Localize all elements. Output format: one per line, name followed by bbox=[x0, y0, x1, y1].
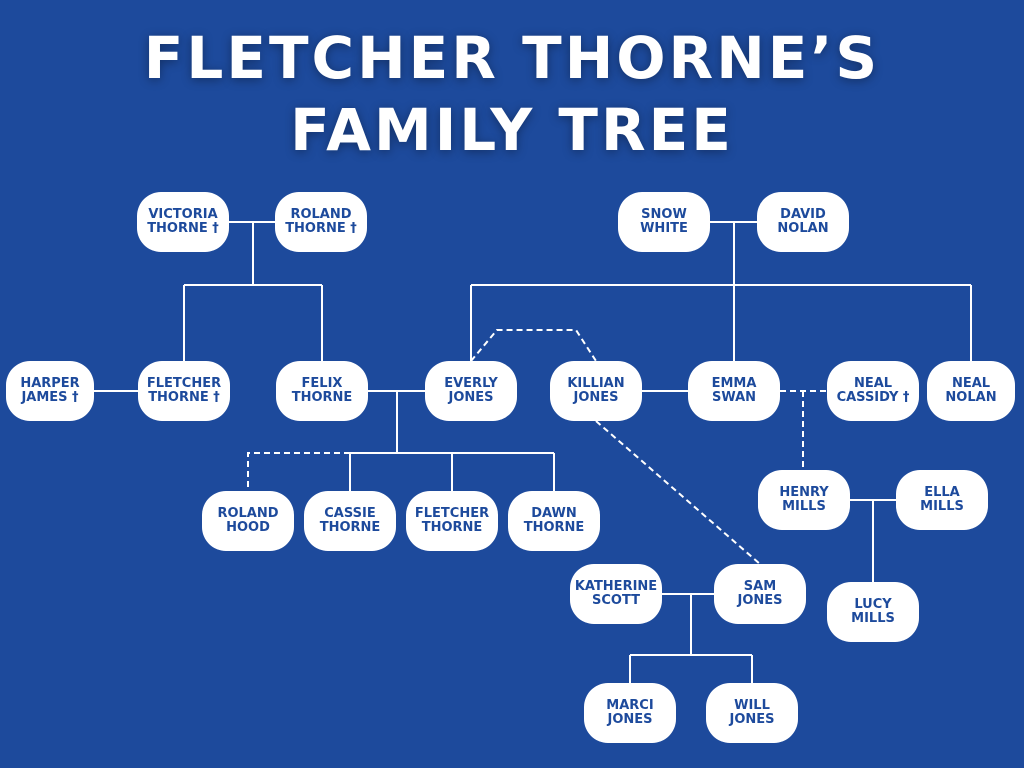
person-roland-hood: ROLAND HOOD bbox=[202, 491, 294, 551]
person-name: DAVID NOLAN bbox=[777, 207, 829, 236]
person-name: CASSIE THORNE bbox=[319, 506, 381, 535]
person-neal-nolan: NEAL NOLAN bbox=[927, 361, 1015, 421]
person-name: VICTORIA THORNE † bbox=[147, 207, 219, 236]
person-felix-thorne: FELIX THORNE bbox=[276, 361, 368, 421]
title-line-1: FLETCHER THORNE’S bbox=[143, 24, 881, 92]
page-title: FLETCHER THORNE’S FAMILY TREE bbox=[0, 22, 1024, 166]
person-name: NEAL NOLAN bbox=[945, 376, 997, 405]
person-fletcher-thorne-sr: FLETCHER THORNE † bbox=[138, 361, 230, 421]
person-name: ELLA MILLS bbox=[920, 485, 964, 514]
person-fletcher-thorne-jr: FLETCHER THORNE bbox=[406, 491, 498, 551]
person-everly-jones: EVERLY JONES bbox=[425, 361, 517, 421]
person-name: LUCY MILLS bbox=[851, 597, 895, 626]
person-marci-jones: MARCI JONES bbox=[584, 683, 676, 743]
person-name: MARCI JONES bbox=[606, 698, 654, 727]
dashed-link-everly-killian bbox=[470, 329, 597, 362]
dashed-link-roland-hood bbox=[247, 452, 350, 491]
person-snow-white: SNOW WHITE bbox=[618, 192, 710, 252]
person-name: ROLAND HOOD bbox=[217, 506, 279, 535]
person-roland-thorne: ROLAND THORNE † bbox=[275, 192, 367, 252]
person-emma-swan: EMMA SWAN bbox=[688, 361, 780, 421]
person-name: FLETCHER THORNE † bbox=[146, 376, 222, 405]
person-name: FELIX THORNE bbox=[291, 376, 353, 405]
person-dawn-thorne: DAWN THORNE bbox=[508, 491, 600, 551]
person-cassie-thorne: CASSIE THORNE bbox=[304, 491, 396, 551]
person-lucy-mills: LUCY MILLS bbox=[827, 582, 919, 642]
person-neal-cassidy: NEAL CASSIDY † bbox=[827, 361, 919, 421]
person-name: SAM JONES bbox=[737, 579, 783, 608]
person-will-jones: WILL JONES bbox=[706, 683, 798, 743]
person-name: FLETCHER THORNE bbox=[414, 506, 490, 535]
person-name: EMMA SWAN bbox=[711, 376, 757, 405]
person-henry-mills: HENRY MILLS bbox=[758, 470, 850, 530]
person-ella-mills: ELLA MILLS bbox=[896, 470, 988, 530]
person-killian-jones: KILLIAN JONES bbox=[550, 361, 642, 421]
dashed-link-killian-sam bbox=[595, 420, 761, 565]
person-name: SNOW WHITE bbox=[640, 207, 688, 236]
person-name: ROLAND THORNE † bbox=[285, 207, 357, 236]
person-sam-jones: SAM JONES bbox=[714, 564, 806, 624]
title-line-2: FAMILY TREE bbox=[290, 96, 734, 164]
person-david-nolan: DAVID NOLAN bbox=[757, 192, 849, 252]
person-victoria-thorne: VICTORIA THORNE † bbox=[137, 192, 229, 252]
person-name: NEAL CASSIDY † bbox=[836, 376, 910, 405]
person-name: HENRY MILLS bbox=[779, 485, 829, 514]
person-name: DAWN THORNE bbox=[523, 506, 585, 535]
person-katherine-scott: KATHERINE SCOTT bbox=[570, 564, 662, 624]
person-name: KILLIAN JONES bbox=[567, 376, 625, 405]
person-name: HARPER JAMES † bbox=[20, 376, 80, 405]
person-name: EVERLY JONES bbox=[444, 376, 498, 405]
person-harper-james: HARPER JAMES † bbox=[6, 361, 94, 421]
person-name: WILL JONES bbox=[729, 698, 775, 727]
person-name: KATHERINE SCOTT bbox=[574, 579, 658, 608]
